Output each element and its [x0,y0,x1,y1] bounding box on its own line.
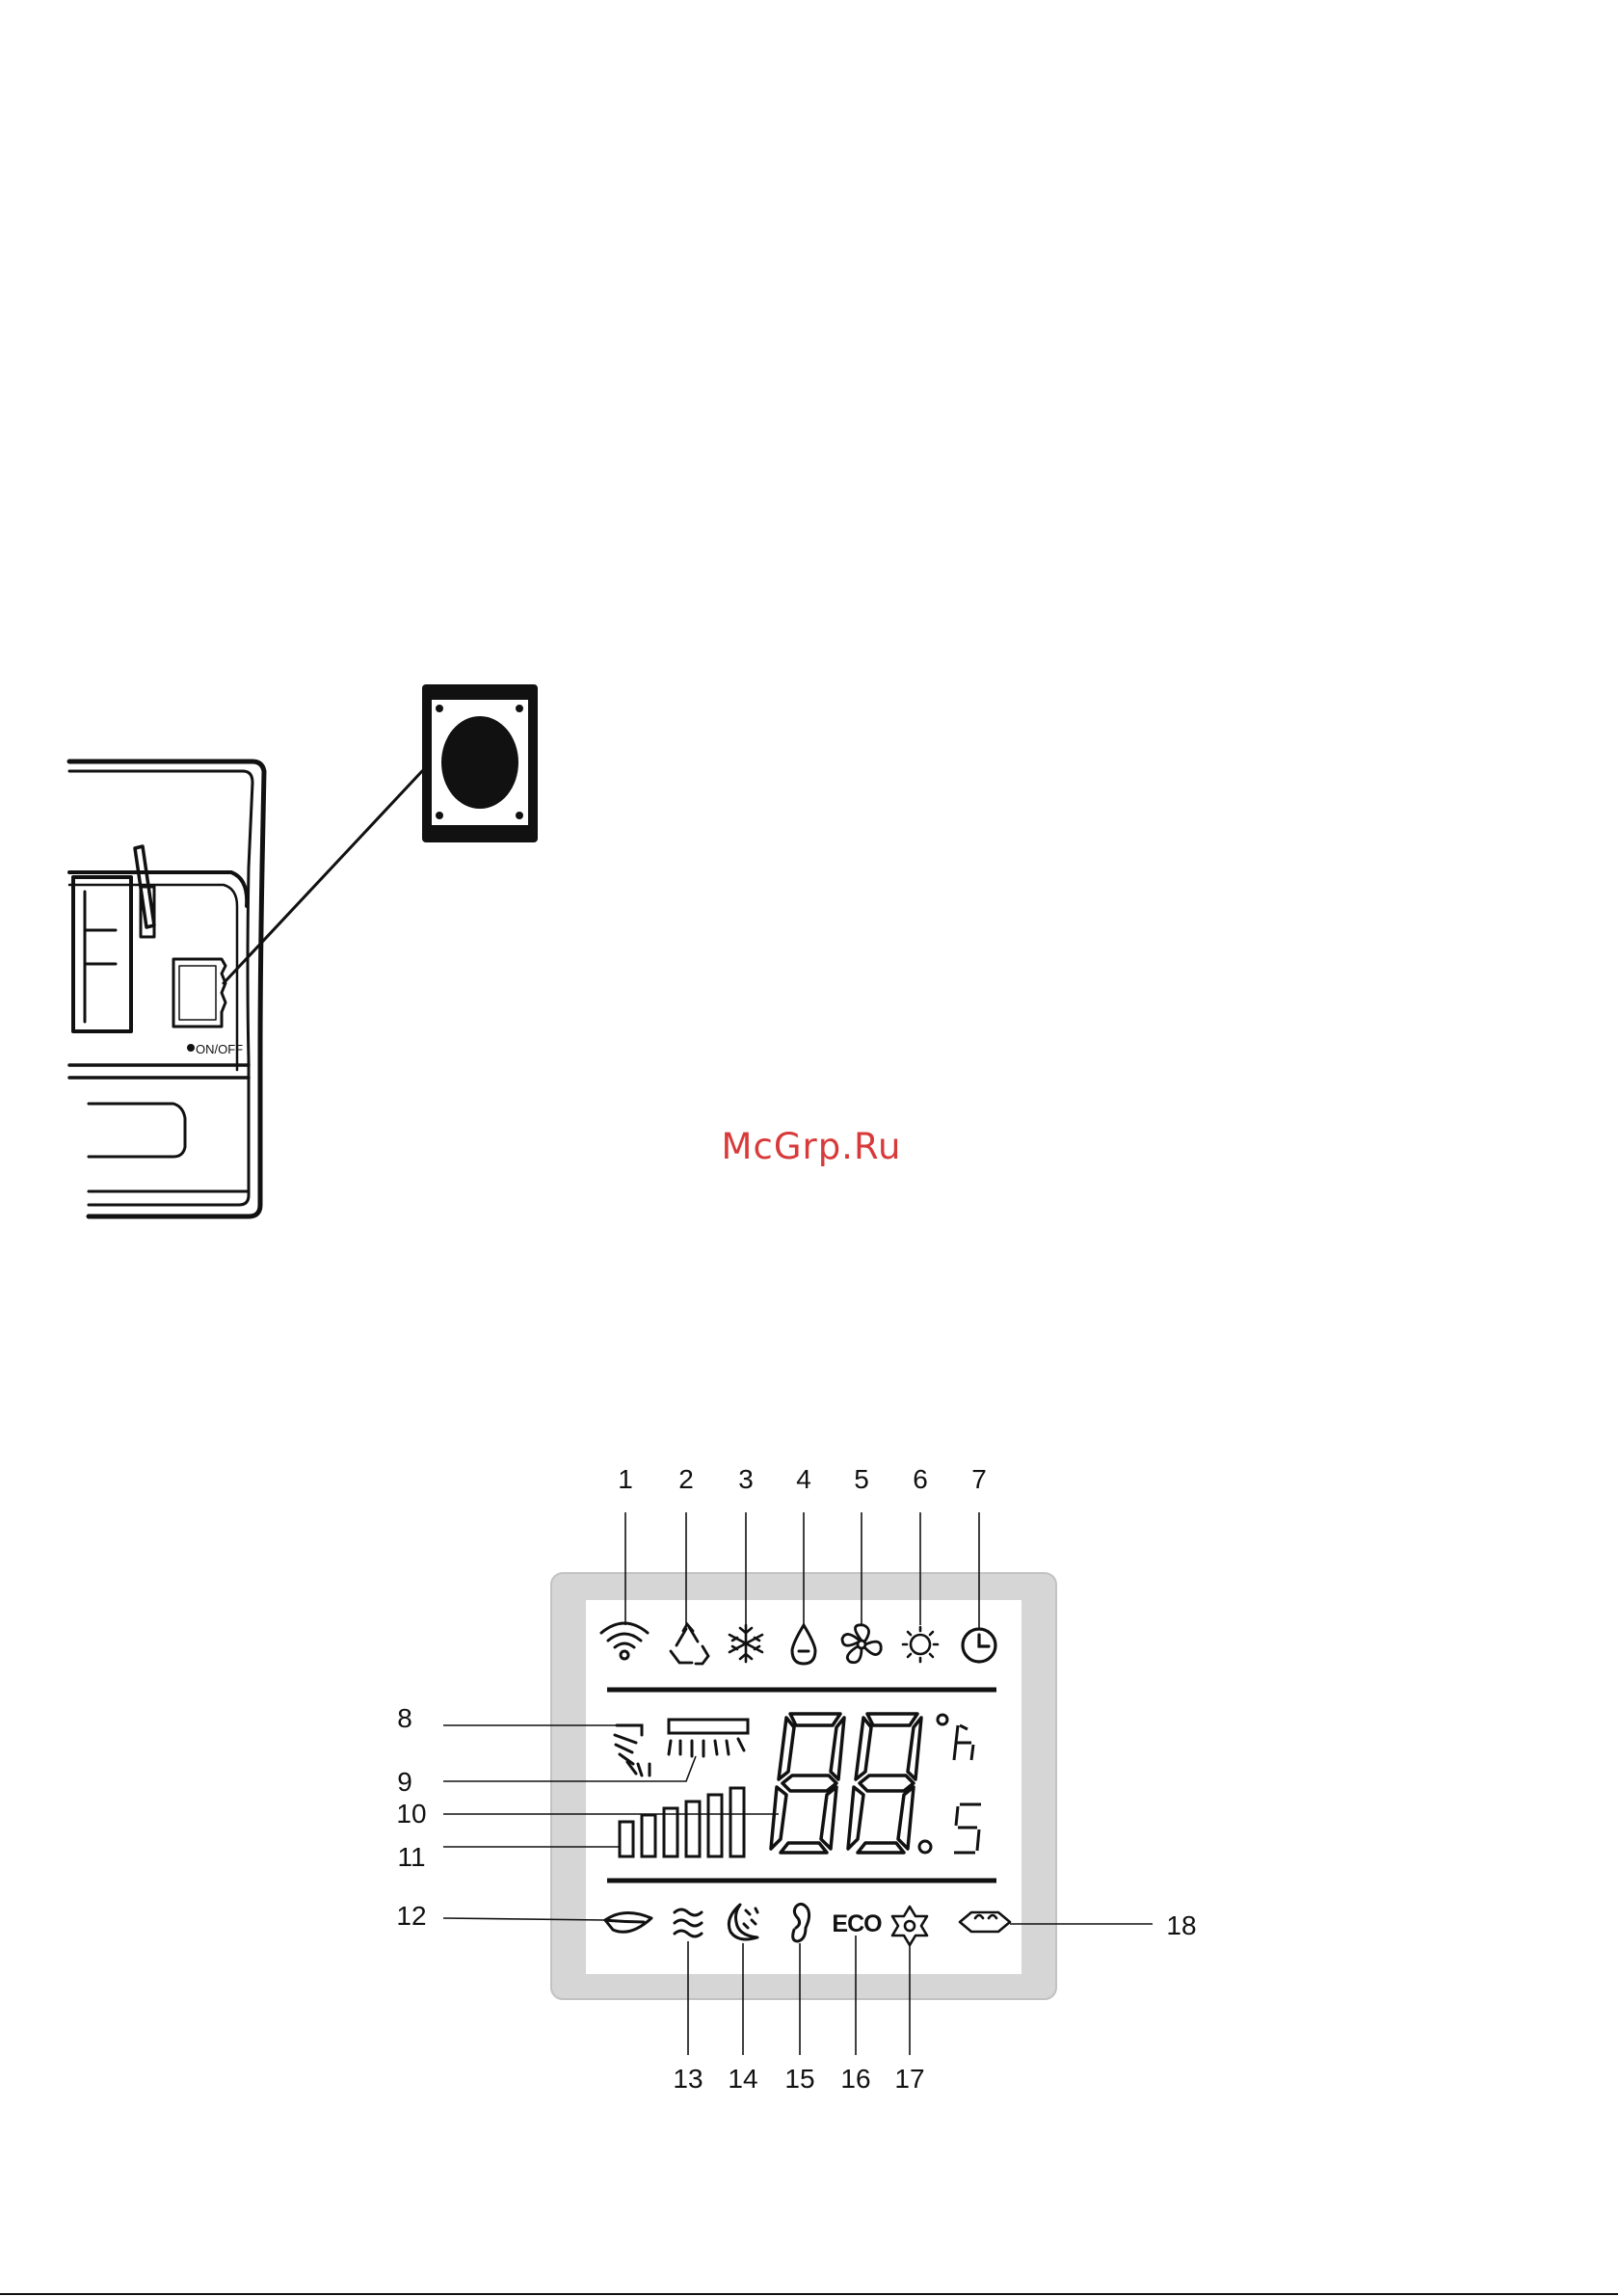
corner-dot-br [516,812,523,819]
watermark: McGrp.Ru [715,1126,908,1167]
onoff-indicator-dot [187,1044,195,1052]
callout-13: 13 [659,2064,717,2095]
unit-bottom-curve [89,1104,185,1157]
callout-16: 16 [827,2064,885,2095]
zoom-leader-line [224,771,422,983]
callout-5: 5 [833,1464,890,1495]
callout-10: 10 [383,1799,440,1829]
callout-4: 4 [775,1464,833,1495]
callout-6: 6 [891,1464,949,1495]
control-module [173,959,225,1027]
callout-9: 9 [376,1767,434,1798]
eco-label: ECO [830,1910,884,1938]
filter-slot-inner [85,892,116,1022]
callout-11: 11 [383,1842,440,1873]
unit-outer-shell [69,761,264,1216]
callout-8: 8 [376,1703,434,1734]
callout-18: 18 [1153,1910,1210,1941]
indoor-unit-illustration [69,761,422,1216]
callout-3: 3 [717,1464,775,1495]
corner-dot-tl [436,705,443,712]
callout-7: 7 [950,1464,1008,1495]
onoff-button-zoom [422,684,538,842]
corner-dot-bl [436,812,443,819]
unit-lower-bezel [69,1065,249,1078]
callout-15: 15 [771,2064,829,2095]
callout-14: 14 [714,2064,772,2095]
callout-17: 17 [881,2064,939,2095]
filter-slot [73,877,131,1031]
callout-1: 1 [597,1464,654,1495]
callout-2: 2 [657,1464,715,1495]
callout-12: 12 [383,1901,440,1932]
onoff-label: ON/OFF [196,1042,243,1056]
corner-dot-tr [516,705,523,712]
onoff-button-circle [441,716,518,809]
control-module-inner [179,966,216,1020]
